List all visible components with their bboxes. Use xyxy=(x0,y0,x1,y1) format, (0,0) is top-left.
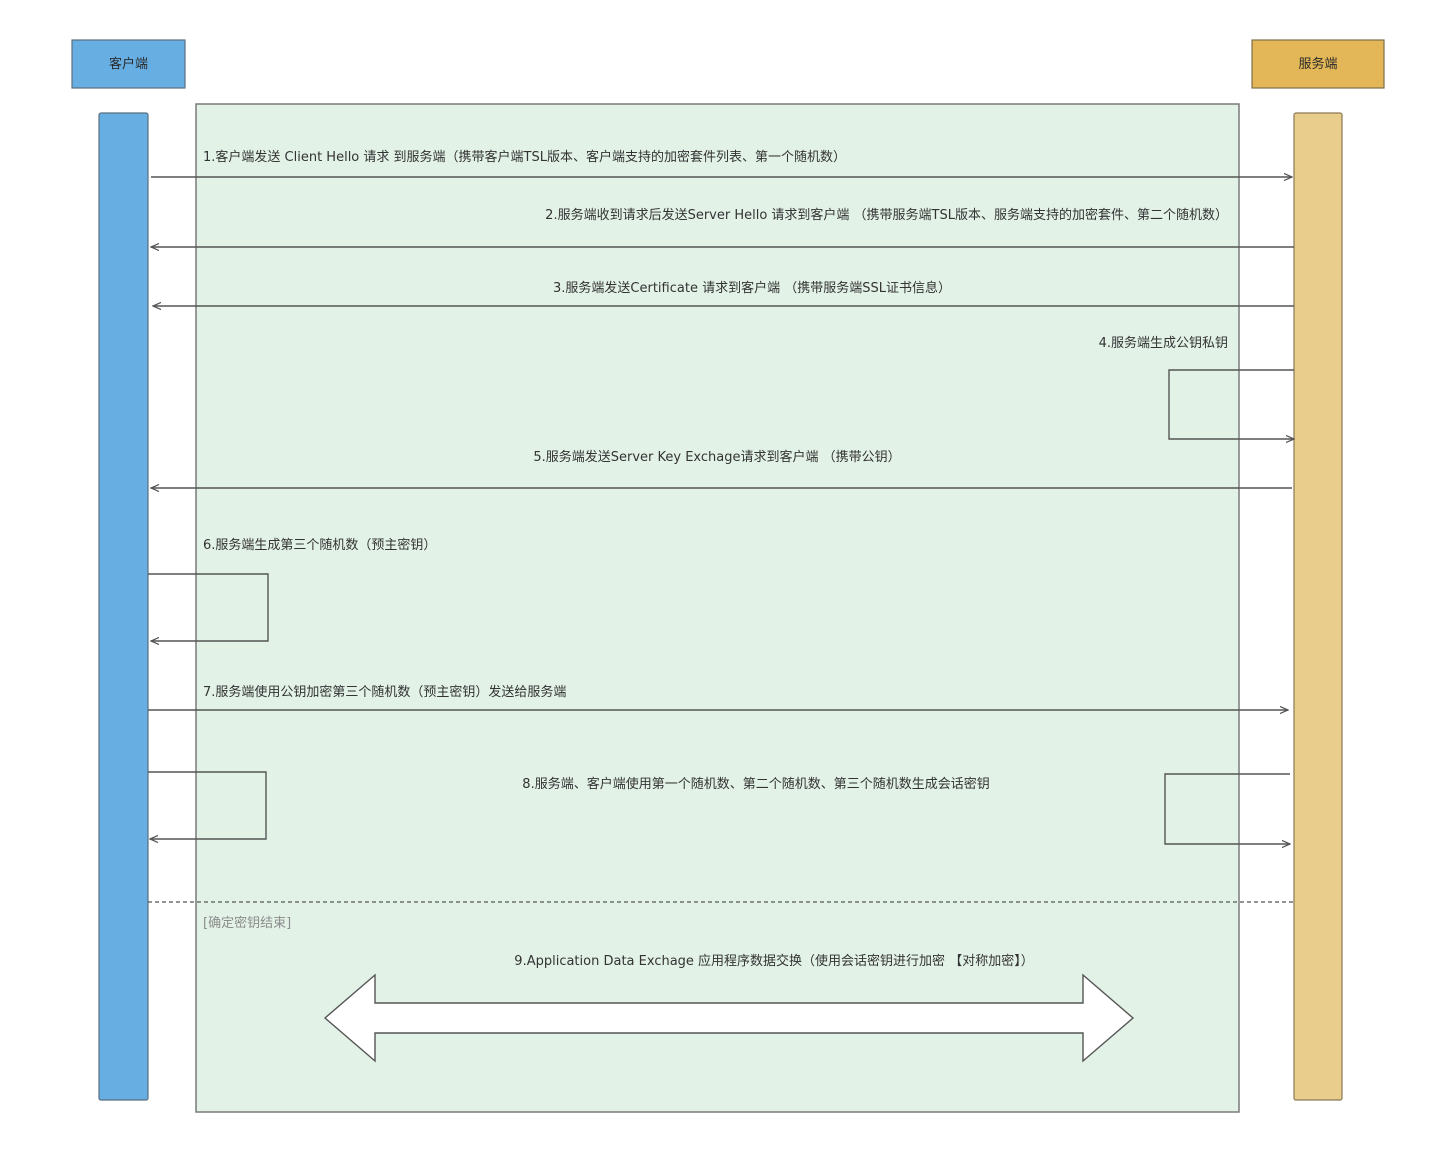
separator-label: [确定密钥结束] xyxy=(203,915,291,931)
server-lifeline-bar xyxy=(1293,112,1343,1101)
message-4-label: 4.服务端生成公钥私钥 xyxy=(1099,335,1228,351)
message-2-label: 2.服务端收到请求后发送Server Hello 请求到客户端 （携带服务端TS… xyxy=(545,207,1228,223)
actor-client-box xyxy=(71,39,186,89)
message-4: 4.服务端生成公钥私钥 xyxy=(1099,335,1294,439)
message-5: 5.服务端发送Server Key Exchage请求到客户端 （携带公钥） xyxy=(151,449,1292,488)
message-3-label: 3.服务端发送Certificate 请求到客户端 （携带服务端SSL证书信息） xyxy=(553,280,951,296)
message-6-self-arrow xyxy=(148,573,269,641)
message-3: 3.服务端发送Certificate 请求到客户端 （携带服务端SSL证书信息） xyxy=(153,280,1294,306)
actor-client-label: 客户端 xyxy=(109,56,148,72)
actor-server[interactable]: 服务端 xyxy=(1251,39,1385,89)
message-9-label: 9.Application Data Exchage 应用程序数据交换（使用会话… xyxy=(514,953,1033,969)
bidirectional-block-arrow-icon xyxy=(323,973,1135,1063)
actor-server-box xyxy=(1251,39,1385,89)
message-8-client-self-arrow xyxy=(148,771,267,839)
message-8-server-self-arrow xyxy=(1164,773,1290,844)
message-4-self-arrow xyxy=(1168,369,1294,439)
key-exchange-separator: [确定密钥结束] xyxy=(148,901,1294,931)
message-5-label: 5.服务端发送Server Key Exchage请求到客户端 （携带公钥） xyxy=(533,449,900,465)
message-2: 2.服务端收到请求后发送Server Hello 请求到客户端 （携带服务端TS… xyxy=(151,207,1294,247)
message-6-label: 6.服务端生成第三个随机数（预主密钥） xyxy=(203,537,436,553)
message-9: 9.Application Data Exchage 应用程序数据交换（使用会话… xyxy=(323,953,1135,1063)
actor-client[interactable]: 客户端 xyxy=(71,39,186,89)
message-8-label: 8.服务端、客户端使用第一个随机数、第二个随机数、第三个随机数生成会话密钥 xyxy=(522,776,989,792)
actor-server-label: 服务端 xyxy=(1298,56,1337,72)
interaction-frame xyxy=(195,103,1240,1113)
client-lifeline-bar xyxy=(98,112,149,1101)
message-1-label: 1.客户端发送 Client Hello 请求 到服务端（携带客户端TSL版本、… xyxy=(203,149,846,165)
message-8: 8.服务端、客户端使用第一个随机数、第二个随机数、第三个随机数生成会话密钥 xyxy=(148,771,1290,844)
message-7-label: 7.服务端使用公钥加密第三个随机数（预主密钥）发送给服务端 xyxy=(203,684,566,700)
message-6: 6.服务端生成第三个随机数（预主密钥） xyxy=(148,537,436,641)
message-7: 7.服务端使用公钥加密第三个随机数（预主密钥）发送给服务端 xyxy=(148,684,1288,710)
message-1: 1.客户端发送 Client Hello 请求 到服务端（携带客户端TSL版本、… xyxy=(151,149,1292,177)
